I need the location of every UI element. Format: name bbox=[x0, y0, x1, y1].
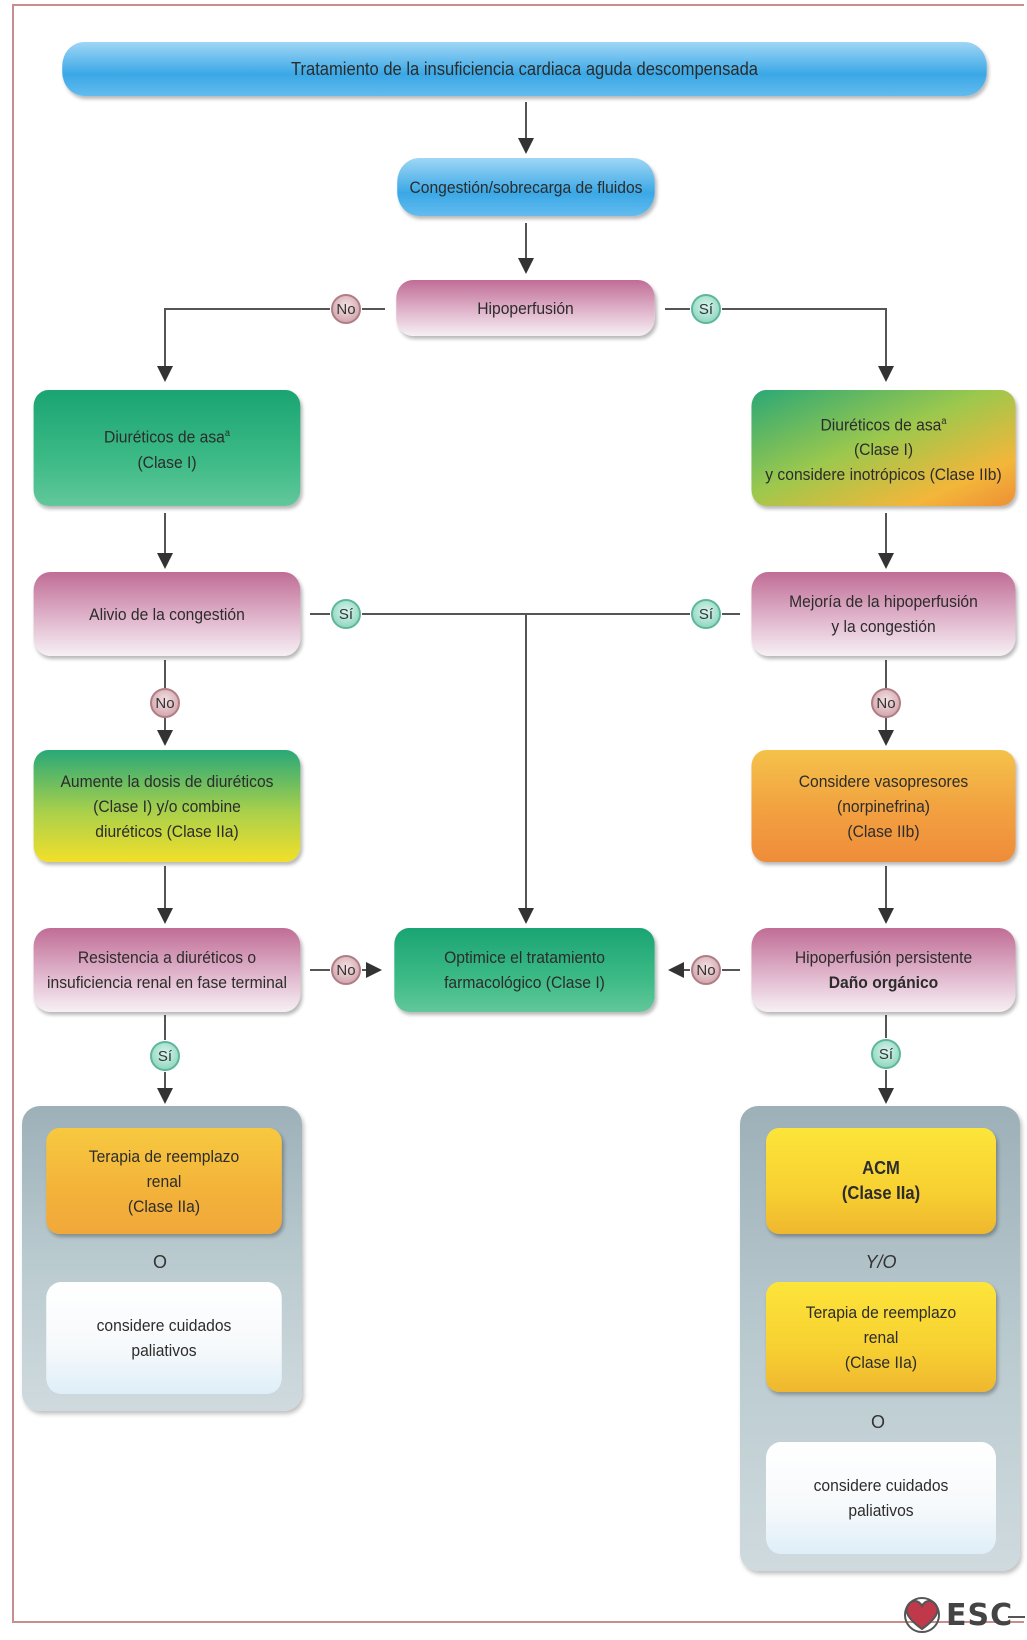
congestion-box: Congestión/sobrecarga de fluidos bbox=[397, 158, 655, 216]
right-terapia-box: Terapia de reemplazo renal (Clase IIa) bbox=[766, 1282, 996, 1392]
right-terapia-line1: Terapia de reemplazo bbox=[805, 1302, 957, 1322]
line-no-left-down bbox=[157, 308, 330, 382]
label-no-mejoria: No bbox=[871, 688, 901, 718]
right-diuretics-line3: y considere inotrópicos (Clase IIb) bbox=[765, 465, 1002, 485]
right-terapia-line3: (Clase IIa) bbox=[844, 1352, 918, 1372]
mejoria-line2: y la congestión bbox=[831, 617, 936, 636]
hipoperfusion-box: Hipoperfusión bbox=[396, 280, 655, 336]
yo-connector: Y/O bbox=[865, 1252, 897, 1272]
label-si-alivio: Sí bbox=[331, 599, 361, 629]
right-diuretics-line1: Diuréticos de asaa bbox=[820, 415, 947, 435]
optimice-line1: Optimice el tratamiento bbox=[444, 948, 605, 967]
left-paliativos-box: considere cuidados paliativos bbox=[46, 1282, 282, 1394]
right-diuretics-box: Diuréticos de asaa (Clase I) y considere… bbox=[751, 390, 1016, 506]
aumente-box: Aumente la dosis de diuréticos (Clase I)… bbox=[33, 750, 301, 862]
acm-line2: (Clase IIa) bbox=[841, 1183, 921, 1203]
hipoperfusion-text: Hipoperfusión bbox=[477, 298, 574, 318]
resistencia-line2: insuficiencia renal en fase terminal bbox=[47, 973, 287, 992]
alivio-box: Alivio de la congestión bbox=[33, 572, 301, 656]
left-terapia-line2: renal bbox=[146, 1171, 182, 1191]
left-diuretics-box: Diuréticos de asaa (Clase I) bbox=[33, 390, 301, 506]
optimice-line2: farmacológico (Clase I) bbox=[444, 973, 605, 992]
vasopresores-line3: (Clase IIb) bbox=[847, 821, 920, 841]
persistente-box: Hipoperfusión persistente Daño orgánico bbox=[751, 928, 1016, 1012]
acm-box: ACM (Clase IIa) bbox=[766, 1128, 996, 1234]
outer-frame bbox=[12, 4, 1024, 1623]
resistencia-box: Resistencia a diuréticos o insuficiencia… bbox=[33, 928, 301, 1012]
left-paliativos-line1: considere cuidados bbox=[96, 1316, 232, 1335]
label-no-resistencia: No bbox=[331, 955, 361, 985]
right-paliativos-box: considere cuidados paliativos bbox=[766, 1442, 996, 1554]
right-paliativos-line2: paliativos bbox=[848, 1501, 914, 1520]
left-diuretics-line2: (Clase I) bbox=[137, 452, 197, 472]
congestion-text: Congestión/sobrecarga de fluidos bbox=[409, 177, 643, 197]
esc-logo: ESC bbox=[946, 1598, 1014, 1633]
aumente-line2: (Clase I) y/o combine bbox=[93, 796, 241, 816]
left-terapia-box: Terapia de reemplazo renal (Clase IIa) bbox=[46, 1128, 282, 1234]
line-si-right-down bbox=[722, 308, 894, 382]
mejoria-box: Mejoría de la hipoperfusión y la congest… bbox=[751, 572, 1016, 656]
right-terapia-line2: renal bbox=[863, 1327, 899, 1347]
vasopresores-box: Considere vasopresores (norpinefrina) (C… bbox=[751, 750, 1016, 862]
resistencia-line1: Resistencia a diuréticos o bbox=[77, 948, 257, 967]
label-si-resistencia: Sí bbox=[150, 1041, 180, 1071]
left-terapia-line3: (Clase IIa) bbox=[127, 1196, 201, 1216]
optimice-box: Optimice el tratamiento farmacológico (C… bbox=[394, 928, 655, 1012]
label-no-persistente: No bbox=[691, 955, 721, 985]
left-o-connector: O bbox=[152, 1252, 167, 1272]
aumente-line3: diuréticos (Clase IIa) bbox=[95, 821, 239, 841]
persistente-line2: Daño orgánico bbox=[828, 973, 939, 992]
label-si-mejoria: Sí bbox=[691, 599, 721, 629]
label-si-hipo: Sí bbox=[691, 294, 721, 324]
label-si-persistente: Sí bbox=[871, 1039, 901, 1069]
left-paliativos-line2: paliativos bbox=[131, 1341, 197, 1360]
left-terapia-line1: Terapia de reemplazo bbox=[88, 1146, 240, 1166]
heart-icon bbox=[904, 1597, 1025, 1633]
right-diuretics-line2: (Clase I) bbox=[853, 440, 914, 460]
vasopresores-line1: Considere vasopresores bbox=[798, 771, 969, 791]
alivio-text: Alivio de la congestión bbox=[89, 604, 245, 624]
right-o-connector: O bbox=[870, 1412, 885, 1432]
label-no-alivio: No bbox=[150, 688, 180, 718]
title-box: Tratamiento de la insuficiencia cardiaca… bbox=[62, 42, 987, 96]
left-diuretics-line1: Diuréticos de asaa bbox=[104, 427, 230, 447]
label-no-hipo: No bbox=[331, 294, 361, 324]
title-text: Tratamiento de la insuficiencia cardiaca… bbox=[290, 58, 759, 79]
vasopresores-line2: (norpinefrina) bbox=[836, 796, 931, 816]
mejoria-line1: Mejoría de la hipoperfusión bbox=[789, 592, 978, 611]
acm-line1: ACM bbox=[862, 1158, 900, 1178]
aumente-line1: Aumente la dosis de diuréticos bbox=[60, 771, 274, 791]
persistente-line1: Hipoperfusión persistente bbox=[794, 948, 973, 967]
right-paliativos-line1: considere cuidados bbox=[813, 1476, 949, 1495]
